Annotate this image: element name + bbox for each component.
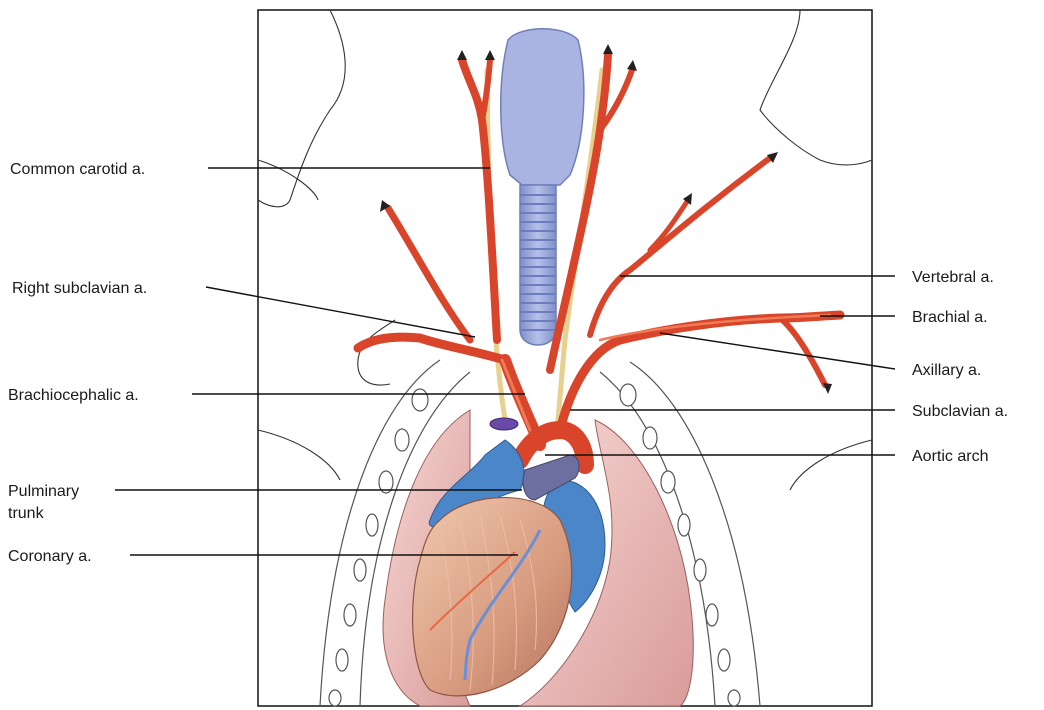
label-pulmonary-trunk-line2: trunk — [8, 505, 45, 522]
label-right-subclavian: Right subclavian a. — [12, 280, 147, 297]
label-subclavian: Subclavian a. — [912, 403, 1008, 420]
label-brachiocephalic: Brachiocephalic a. — [8, 387, 139, 404]
label-vertebral: Vertebral a. — [912, 269, 994, 286]
label-brachial: Brachial a. — [912, 309, 988, 326]
label-common-carotid: Common carotid a. — [10, 161, 145, 178]
label-coronary: Coronary a. — [8, 548, 92, 565]
label-aortic-arch: Aortic arch — [912, 448, 988, 465]
label-axillary: Axillary a. — [912, 362, 981, 379]
label-pulmonary-trunk-line1: Pulminary — [8, 483, 79, 500]
